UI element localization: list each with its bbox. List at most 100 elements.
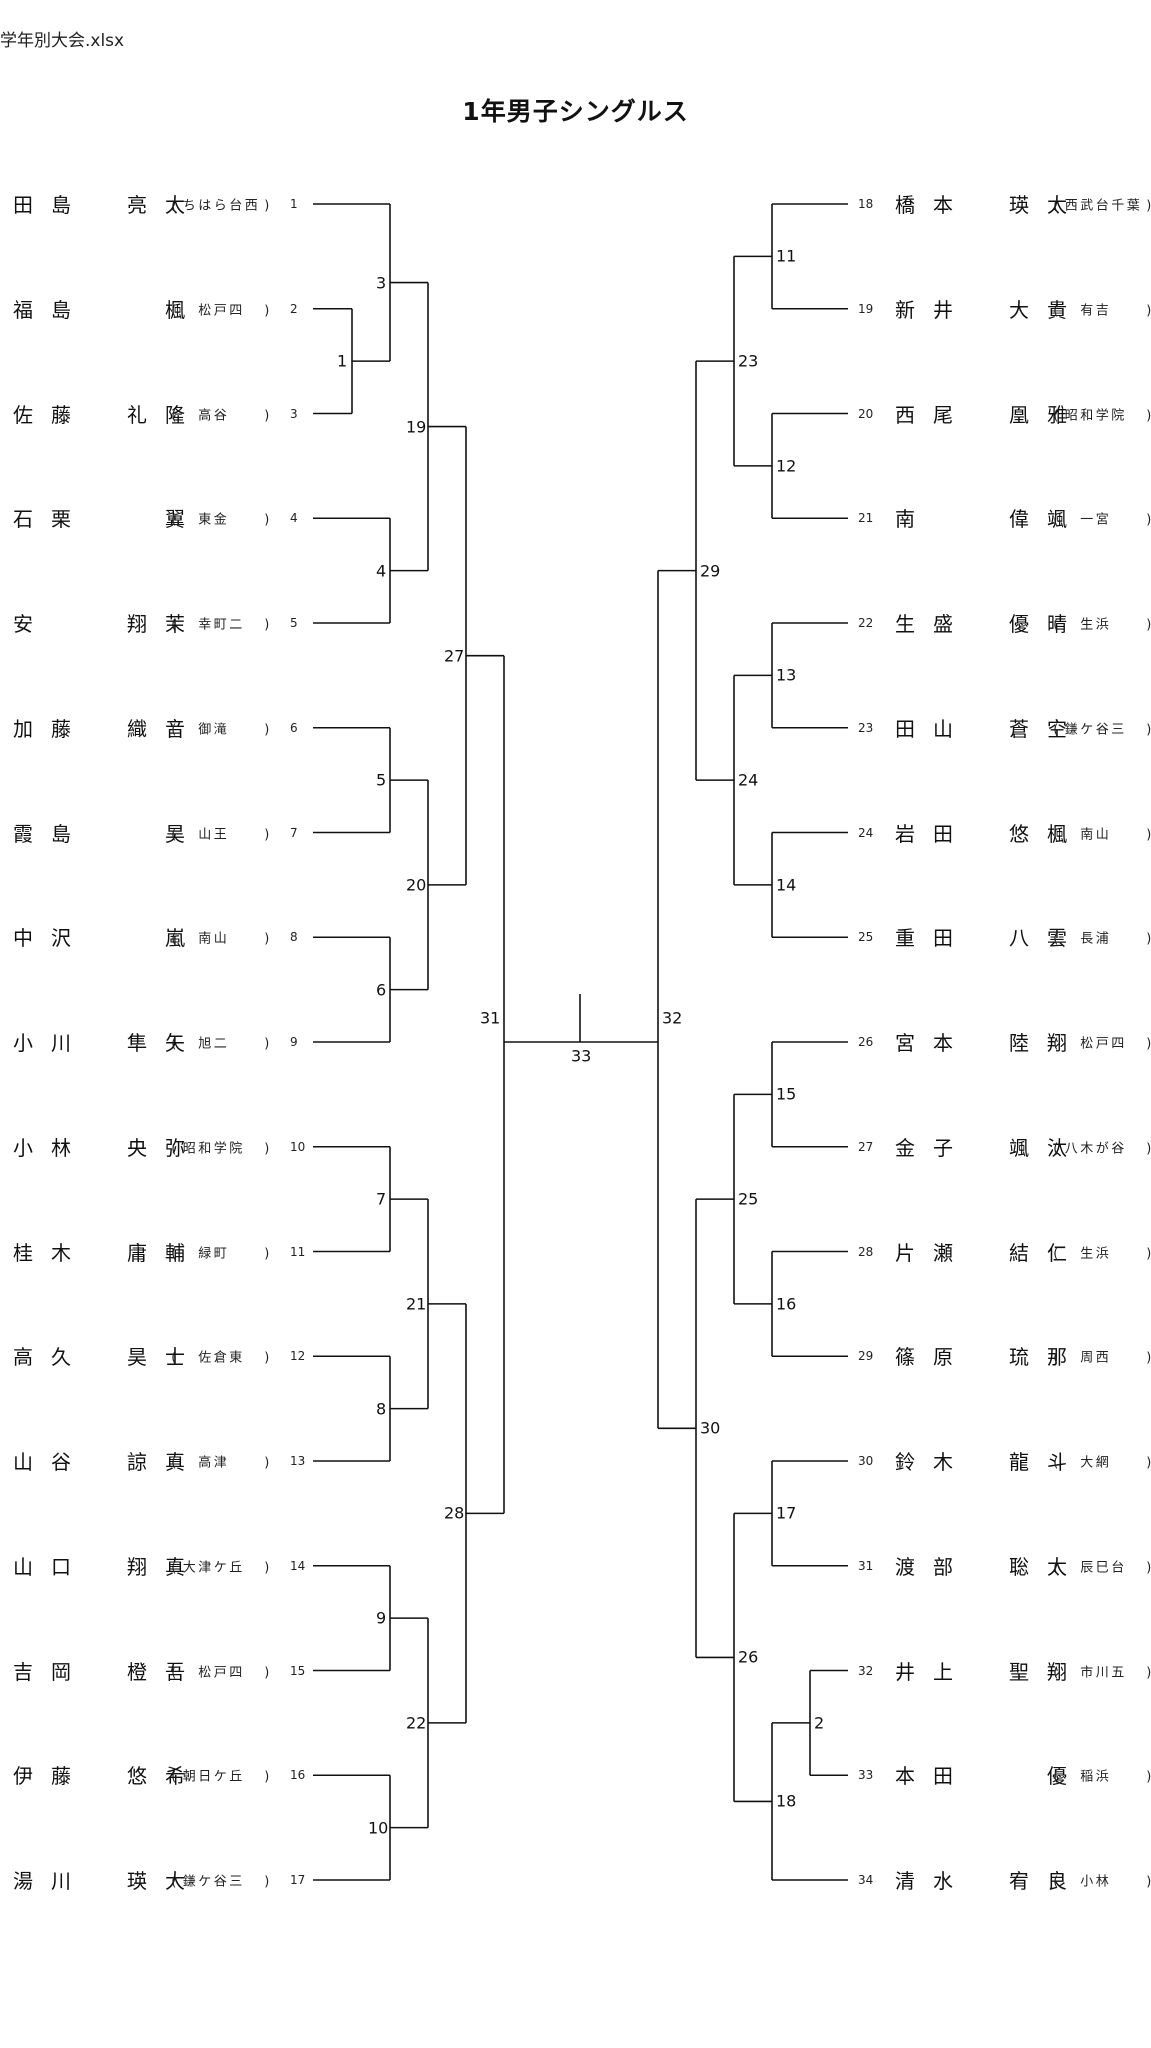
left-player-name-9: 小川隼矢 (13, 1031, 185, 1055)
left-player-seed-14: 14 (290, 1558, 306, 1573)
right-player-school-23: (鎌ケ谷三) (1053, 722, 1151, 738)
right-player-seed-25: 25 (858, 930, 874, 945)
left-player-school-8: (南山) (171, 931, 270, 947)
match-number-1: 1 (337, 351, 348, 371)
right-player-seed-32: 32 (858, 1663, 874, 1678)
match-number-5: 5 (376, 770, 387, 790)
left-player-seed-10: 10 (290, 1139, 306, 1154)
match-number-3: 3 (376, 273, 387, 293)
match-number-29: 29 (700, 561, 721, 581)
left-player-name-4: 石栗翼 (13, 507, 185, 532)
left-player-seed-7: 7 (290, 825, 298, 840)
right-player-name-27: 金子颯汰 (895, 1135, 1067, 1160)
left-player-school-12: (佐倉東) (171, 1350, 270, 1366)
left-player-seed-12: 12 (290, 1349, 306, 1364)
left-player-seed-8: 8 (290, 930, 298, 945)
left-player-school-6: (御滝) (171, 722, 270, 738)
match-number-10: 10 (368, 1818, 389, 1838)
match-number-4: 4 (376, 561, 387, 581)
right-player-name-33: 本田優 (895, 1764, 1067, 1789)
right-player-name-32: 井上聖翔 (895, 1659, 1067, 1684)
left-player-school-13: (高津) (171, 1455, 270, 1471)
right-player-school-33: (稲浜) (1053, 1769, 1151, 1785)
right-player-school-18: (西武台千葉) (1053, 198, 1151, 214)
right-player-school-25: (長浦) (1053, 931, 1151, 947)
match-number-11: 11 (776, 246, 797, 266)
left-player-name-7: 霞島昊 (13, 821, 185, 846)
left-player-school-9: (旭二) (171, 1036, 270, 1052)
match-number-26: 26 (738, 1647, 759, 1667)
left-player-school-11: (緑町) (171, 1246, 270, 1261)
match-number-31: 31 (480, 1008, 501, 1028)
left-player-school-4: (東金) (171, 512, 270, 528)
right-player-name-19: 新井大貴 (895, 297, 1067, 322)
right-player-school-20: (昭和学院) (1053, 408, 1151, 423)
match-number-13: 13 (776, 665, 797, 685)
file-name: 学年別大会.xlsx (0, 31, 125, 51)
left-player-seed-2: 2 (290, 301, 298, 316)
left-player-seed-1: 1 (290, 197, 298, 211)
right-player-name-23: 田山蒼空 (895, 716, 1067, 741)
left-player-seed-5: 5 (290, 616, 298, 630)
left-player-seed-11: 11 (290, 1244, 306, 1259)
left-player-school-2: (松戸四) (171, 303, 270, 319)
right-player-seed-19: 19 (858, 301, 874, 316)
right-player-name-34: 清水宥良 (895, 1869, 1067, 1893)
left-player-name-16: 伊藤悠希 (13, 1764, 185, 1789)
right-player-name-24: 岩田悠楓 (895, 821, 1067, 846)
right-player-name-21: 南偉颯 (895, 507, 1067, 532)
right-player-school-22: (生浜) (1053, 617, 1151, 633)
match-number-9: 9 (376, 1608, 387, 1628)
right-player-school-28: (生浜) (1053, 1246, 1151, 1261)
match-number-2: 2 (814, 1713, 825, 1733)
right-player-seed-26: 26 (858, 1035, 874, 1049)
match-number-27: 27 (444, 646, 465, 666)
right-player-name-25: 重田八雲 (895, 926, 1067, 951)
left-player-seed-17: 17 (290, 1873, 306, 1887)
left-player-name-3: 佐藤礼隆 (13, 402, 185, 427)
left-player-seed-15: 15 (290, 1663, 306, 1678)
right-player-name-31: 渡部聡太 (895, 1554, 1067, 1579)
right-player-name-18: 橋本瑛太 (895, 193, 1067, 217)
match-number-17: 17 (776, 1503, 797, 1523)
left-player-name-10: 小林央弥 (13, 1135, 185, 1160)
right-player-school-27: (八木が谷) (1053, 1141, 1151, 1157)
left-player-school-17: (鎌ケ谷三) (171, 1874, 270, 1890)
left-player-name-2: 福島楓 (13, 297, 185, 322)
left-player-school-10: (昭和学院) (171, 1141, 270, 1157)
right-player-seed-34: 34 (858, 1873, 874, 1887)
left-player-school-1: (ちはら台西) (171, 198, 270, 214)
right-player-seed-18: 18 (858, 197, 874, 211)
match-number-32: 32 (662, 1008, 683, 1028)
right-player-name-30: 鈴木龍斗 (895, 1450, 1067, 1474)
right-player-seed-24: 24 (858, 825, 874, 840)
left-player-seed-4: 4 (290, 511, 298, 526)
left-player-name-17: 湯川瑛大 (13, 1869, 185, 1893)
left-player-seed-9: 9 (290, 1035, 298, 1049)
right-player-seed-20: 20 (858, 406, 874, 421)
right-player-school-26: (松戸四) (1053, 1036, 1151, 1052)
right-player-name-29: 篠原琉那 (895, 1345, 1067, 1370)
right-player-seed-22: 22 (858, 616, 874, 630)
match-number-23: 23 (738, 351, 759, 371)
left-player-name-13: 山谷諒真 (13, 1450, 185, 1474)
match-number-8: 8 (376, 1399, 387, 1419)
match-number-18: 18 (776, 1791, 797, 1811)
right-player-school-19: (有吉) (1053, 303, 1151, 319)
match-number-30: 30 (700, 1418, 721, 1438)
page-title: 1年男子シングルス (462, 97, 689, 126)
left-player-name-12: 高久昊士 (13, 1345, 185, 1370)
right-player-school-30: (大網) (1053, 1455, 1151, 1471)
match-number-33: 33 (571, 1046, 592, 1066)
right-player-school-21: (一宮) (1053, 512, 1151, 528)
left-player-school-3: (高谷) (171, 408, 270, 423)
left-player-school-5: (幸町二) (171, 617, 270, 633)
left-player-school-16: (朝日ケ丘) (171, 1769, 270, 1785)
right-player-seed-30: 30 (858, 1454, 874, 1468)
right-player-school-32: (市川五) (1053, 1665, 1151, 1680)
match-number-15: 15 (776, 1084, 797, 1104)
match-number-14: 14 (776, 875, 797, 895)
left-player-school-15: (松戸四) (171, 1665, 270, 1680)
left-player-seed-6: 6 (290, 720, 298, 735)
